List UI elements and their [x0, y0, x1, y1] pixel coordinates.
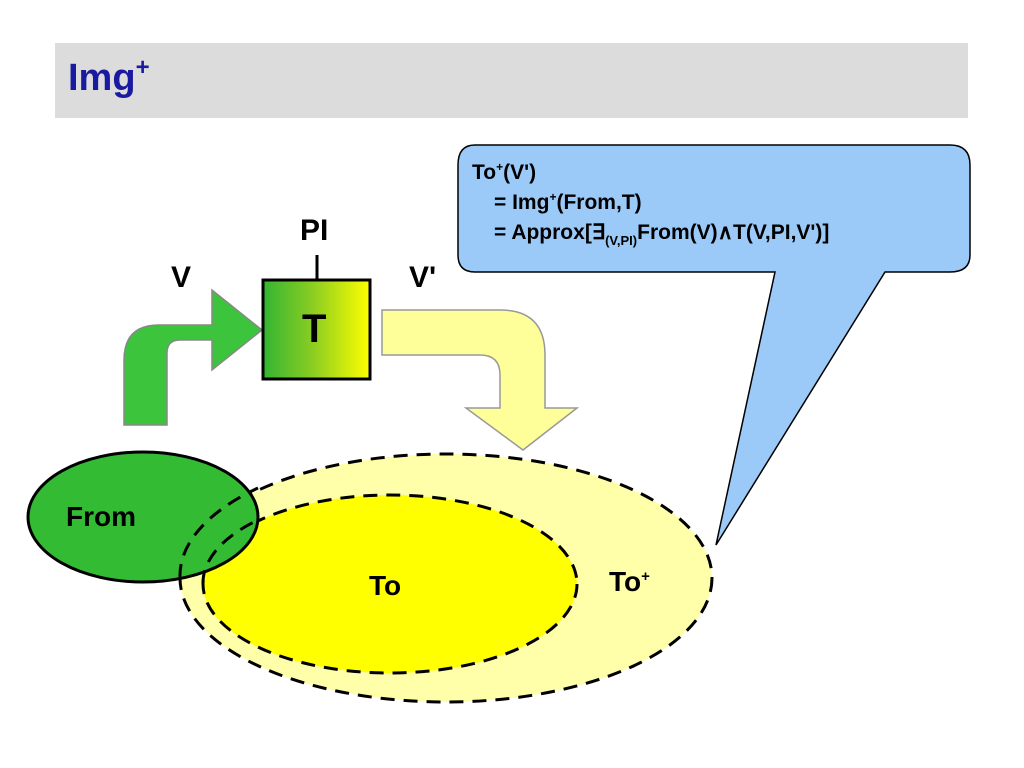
v-label: V: [171, 261, 192, 294]
to-label: To: [369, 570, 402, 601]
callout-line-1: To+(V'): [472, 158, 829, 188]
callout-img-superscript: +: [549, 190, 557, 204]
input-arrow: [123, 288, 264, 426]
callout-line-3: = Approx[∃(V,PI)From(V)∧T(V,PI,V')]: [472, 218, 829, 248]
to-overlap-outline: [201, 518, 259, 585]
callout-to-superscript: +: [496, 160, 504, 174]
pi-label: PI: [300, 214, 329, 247]
callout-from-term: From(V): [637, 221, 718, 244]
to-plus-overlap-outline: [178, 486, 259, 579]
callout-text: To+(V') = Img+(From,T) = Approx[∃(V,PI)F…: [472, 158, 829, 248]
to-plus-text: To: [609, 566, 642, 597]
callout-line-2: = Img+(From,T): [472, 188, 829, 218]
and-symbol: ∧: [717, 221, 733, 244]
title-text: Img: [68, 57, 136, 99]
callout-to-arg: (V'): [503, 161, 537, 184]
callout-img-prefix: = Img: [494, 191, 550, 214]
t-label: T: [302, 307, 327, 351]
callout-to: To: [472, 161, 497, 184]
callout-approx-prefix: = Approx[: [494, 221, 592, 244]
exists-subscript: (V,PI): [605, 233, 638, 248]
from-label: From: [66, 501, 136, 532]
output-arrow: [381, 309, 580, 451]
to-plus-superscript: +: [641, 568, 650, 585]
exists-symbol: ∃: [591, 221, 606, 244]
v-prime-label: V': [409, 261, 437, 294]
title-bar: Img+: [55, 43, 968, 118]
callout-img-args: (From,T): [556, 191, 642, 214]
callout-t-term: T(V,PI,V')]: [733, 221, 830, 244]
page-title: Img+: [68, 56, 150, 99]
title-superscript: +: [135, 54, 150, 81]
callout-bubble: [457, 144, 971, 546]
from-region: [26, 450, 260, 584]
to-plus-label: To+: [609, 568, 650, 596]
t-box: [261, 278, 372, 381]
